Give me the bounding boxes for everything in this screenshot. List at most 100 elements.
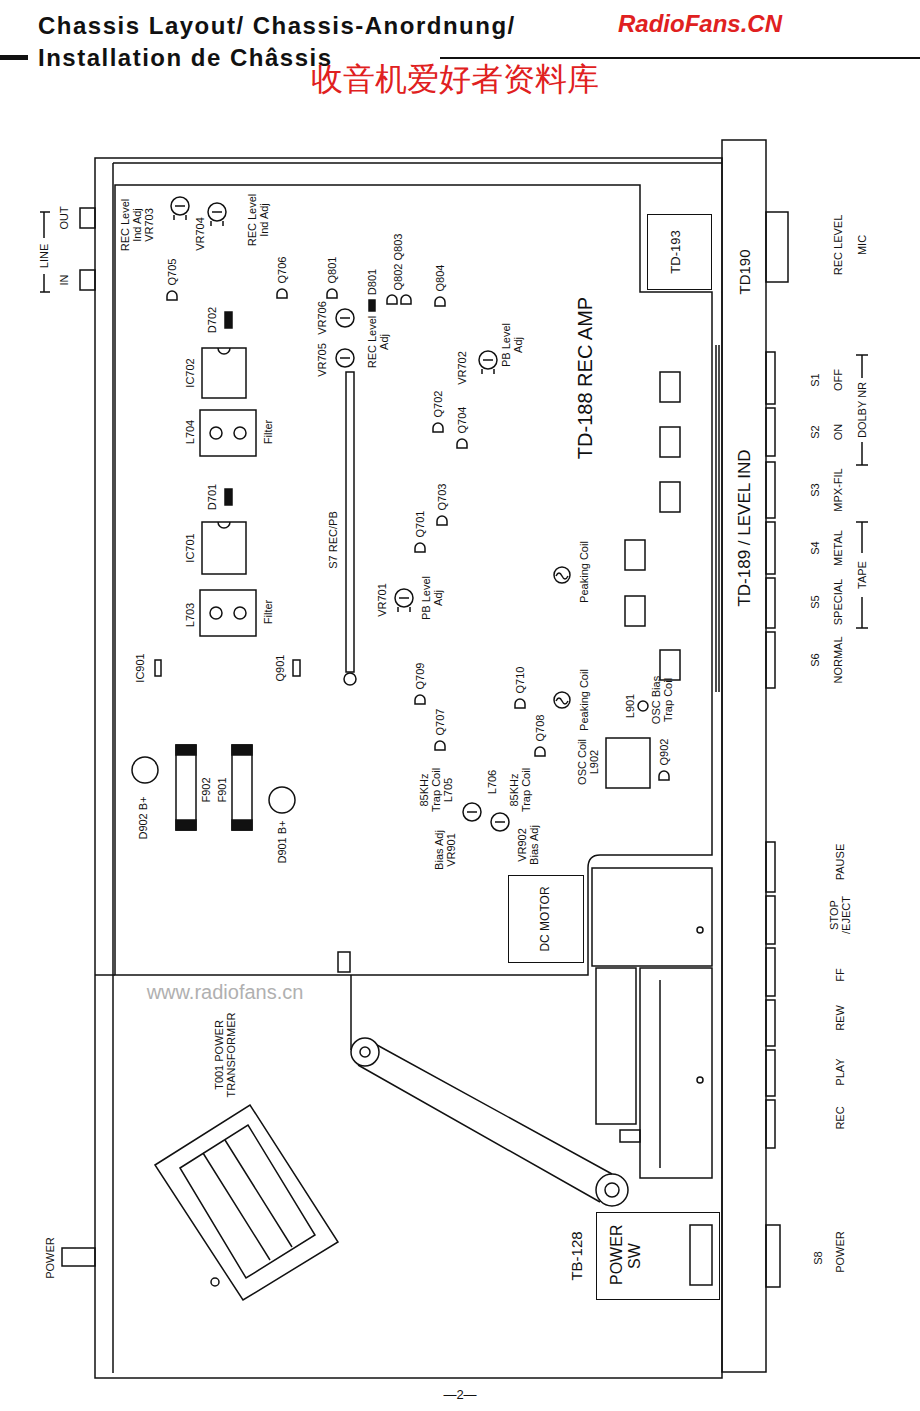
filter-slug [210,607,222,619]
part-label: Filter [262,600,274,624]
part-label: Q901 [274,655,286,682]
part-label: S2 [809,425,821,438]
switch-shaft [346,372,354,672]
level-led [660,482,680,512]
part-label: METAL [832,530,844,566]
part-label: FF [834,968,846,981]
transformer-core [180,1125,315,1278]
part-label: Q705 [166,259,178,286]
coil-wave [556,698,568,704]
transistor-symbol [435,297,445,306]
mechanism-post [620,1130,640,1142]
switch-button [766,522,775,574]
part-label: PB Level Adj [500,316,524,374]
part-label: TD-189 / LEVEL IND [736,449,755,606]
trimmer-body [463,803,481,821]
part-label: POWER [44,1237,56,1279]
switch-button [766,578,775,628]
board-box: TB-128POWER SW [596,1212,720,1300]
transistor-symbol [387,295,397,304]
ic-symbol [202,522,246,574]
filter-slug [210,427,222,439]
part-label: OSC Coil L902 [576,738,600,786]
trimmer-slot [340,317,350,319]
group-bracket [856,355,868,465]
pulley-hub [605,1183,619,1197]
part-label: REC LEVEL [832,215,844,276]
part-label: Filter [262,420,274,444]
trimmer-slot [482,360,494,374]
mechanism-screw [697,1077,703,1083]
part-label: PLAY [834,1058,846,1085]
trimmer-body [336,309,354,327]
part-label: S4 [809,541,821,554]
part-label: IC901 [134,653,146,682]
divider-line [95,974,115,976]
part-label: D701 [206,484,218,510]
mechanism-block [592,868,712,966]
jack-symbol [80,270,95,290]
header-rule [440,57,920,59]
part-label: F902 [200,777,212,802]
part-label: IC702 [184,358,196,387]
led-symbol [269,787,295,813]
trimmer-slot [211,212,223,226]
trimmer-symbol [479,351,497,374]
fuse-cap [176,745,196,755]
header-bar [0,55,28,60]
level-led [660,372,680,402]
trimmer-slot [340,357,350,359]
part-label: Q802 Q803 [392,234,404,291]
transistor-symbol [457,439,467,448]
group-bracket [856,522,868,628]
part-label: REC Level Ind Adj VR703 [119,194,155,256]
coil-symbol [554,692,570,708]
part-label: TAPE [856,561,868,589]
transport-button [766,842,775,892]
trimmer-body [491,813,509,831]
part-label: Q704 [456,407,468,434]
diode-symbol [369,300,375,311]
mechanism-block [596,968,636,1124]
part-label: TD-188 REC AMP [574,297,596,459]
drive-belt [351,975,612,1202]
trimmer-symbol [171,197,189,220]
watermark: www.radiofans.cn [147,981,304,1003]
part-label: DOLBY NR [856,382,868,438]
part-label: L706 [486,770,498,794]
part-label: NORMAL [832,636,844,683]
trimmer-symbol [208,203,226,226]
switch-button [766,632,775,688]
fuse-cap [232,745,252,755]
board-outline [115,185,712,975]
board-heading: TB-128 [569,1231,586,1280]
part-label: TD190 [737,249,754,294]
part-label: —2— [443,1388,476,1402]
ic-symbol [202,348,246,398]
board-box: TD-193 [647,214,712,290]
watermark: 收音机爱好者资料库 [311,62,599,97]
jack-symbol [80,208,95,228]
part-label: 85KHz Trap Coil L705 [418,764,454,816]
part-label: F901 [216,777,228,802]
transistor-symbol [535,747,545,756]
trimmer-slot [398,598,410,612]
filter-slug [234,427,246,439]
part-label: S7 REC/PB [327,511,339,568]
part-label: Q708 [534,715,546,742]
part-label: ON [832,424,844,441]
transformer-outline [155,1105,338,1300]
coil-wave [556,573,568,579]
transformer-screw [211,1278,219,1286]
transport-button [766,1050,775,1096]
trimmer-body [336,349,354,367]
mechanism-screw [697,927,703,933]
pulley-hub [360,1047,370,1057]
fuse-symbol [176,745,196,830]
part-label: L703 [184,603,196,627]
power-button [766,1225,780,1287]
transistor-symbol [401,295,411,304]
part-label: Q804 [434,265,446,292]
part-label: SPECIAL [832,579,844,625]
transistor-symbol [167,291,177,300]
